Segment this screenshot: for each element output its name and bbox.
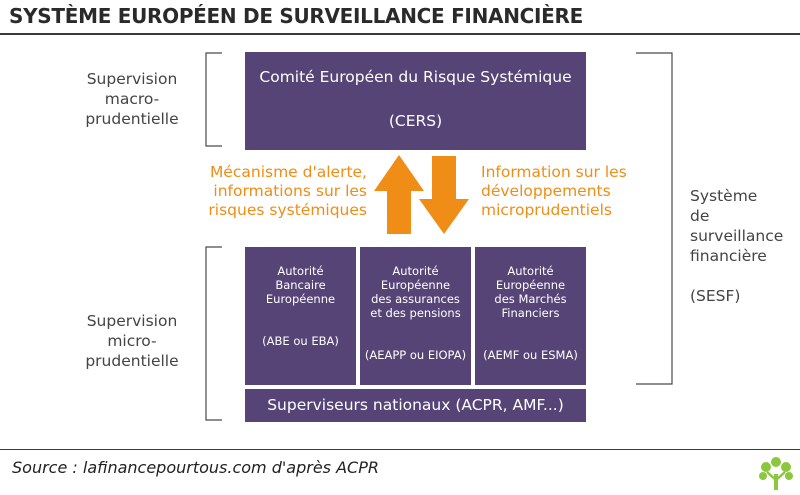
source-note: Source : lafinancepourtous.com d'après A… [12,458,379,477]
tree-logo-icon [759,457,793,490]
page-title: SYSTÈME EUROPÉEN DE SURVEILLANCE FINANCI… [9,4,583,28]
authority-abbr: (AEMF ou ESMA) [483,348,578,362]
cers-abbr: (CERS) [388,112,443,130]
authority-abbr: (AEAPP ou EIOPA) [364,348,467,362]
macro-bracket [205,52,222,147]
cers-name: Comité Européen du Risque Systémique [259,68,572,86]
authority-abbr: (ABE ou EBA) [262,334,339,348]
down-arrow-icon [419,156,469,234]
national-supervisors-box: Superviseurs nationaux (ACPR, AMF...) [245,389,586,422]
micro-bracket [205,246,222,421]
footer-divider [0,449,800,450]
sesf-bracket [636,52,673,385]
sesf-abbr: (SESF) [690,287,741,305]
title-divider [0,33,800,35]
up-arrow-icon [374,155,424,234]
cers-box: Comité Européen du Risque Systémique (CE… [245,52,586,150]
